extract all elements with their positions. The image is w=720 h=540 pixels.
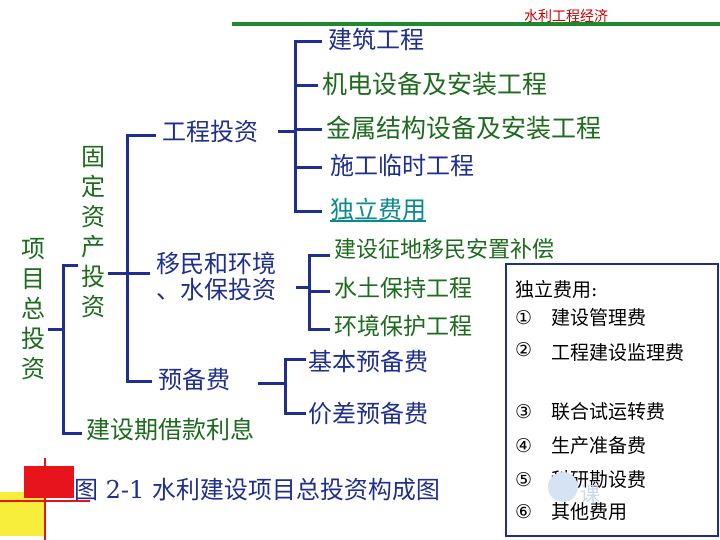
resettlement-item: 水土保持工程: [334, 276, 472, 302]
connector: [278, 130, 296, 133]
connector: [294, 210, 322, 213]
connector: [284, 358, 287, 414]
note-item: ① 建设管理费: [515, 307, 701, 329]
note-item-number: ⑤: [515, 469, 533, 491]
reserve-label: 预备费: [158, 366, 230, 394]
independent-cost-link[interactable]: 独立费用: [330, 196, 426, 224]
connector: [126, 380, 152, 383]
root-label: 项目总投资: [21, 235, 45, 383]
decor-red-line-h: [0, 500, 90, 502]
watermark-text: 课: [580, 482, 600, 506]
connector: [62, 432, 82, 435]
watermark-logo-icon: [548, 472, 578, 502]
connector: [294, 40, 322, 43]
connector: [308, 290, 330, 293]
note-item-number: ②: [515, 339, 533, 361]
connector: [62, 264, 78, 267]
note-item: ⑥ 其他费用: [515, 501, 701, 523]
reserve-item: 价差预备费: [308, 400, 428, 428]
loan-interest-label: 建设期借款利息: [86, 416, 254, 444]
note-item-number: ③: [515, 401, 533, 423]
engineering-item: 金属结构设备及安装工程: [326, 114, 602, 143]
header-divider: [232, 22, 720, 26]
header-title: 水利工程经济: [524, 9, 608, 25]
fixed-assets-label: 固定资产投资: [81, 143, 105, 321]
decor-red-line-v: [44, 458, 46, 540]
connector: [294, 128, 322, 131]
note-item-text: 建设管理费: [551, 307, 647, 329]
connector: [284, 358, 306, 361]
note-item-text: 生产准备费: [551, 435, 647, 457]
note-item-text: 其他费用: [551, 501, 628, 523]
note-item: ⑤ 科研勘设费: [515, 469, 701, 491]
connector: [294, 166, 322, 169]
connector: [296, 286, 310, 289]
note-title: 独立费用:: [515, 279, 598, 301]
note-item: ③ 联合试运转费: [515, 401, 701, 423]
connector: [126, 134, 156, 137]
connector: [308, 328, 330, 331]
connector: [258, 382, 286, 385]
connector: [62, 264, 65, 434]
figure-caption: 图 2-1 水利建设项目总投资构成图: [74, 476, 440, 504]
connector: [284, 412, 306, 415]
resettlement-label: 、水保投资: [156, 276, 276, 304]
engineering-investment-label: 工程投资: [162, 118, 258, 146]
engineering-item: 建筑工程: [328, 26, 424, 54]
note-item: ④ 生产准备费: [515, 435, 701, 457]
resettlement-label: 移民和环境: [156, 250, 276, 278]
connector: [294, 84, 318, 87]
note-item-number: ⑥: [515, 501, 533, 523]
connector: [108, 272, 126, 275]
note-item-number: ④: [515, 435, 533, 457]
note-item-text: 工程建设监理费: [551, 342, 685, 364]
connector: [126, 134, 129, 382]
resettlement-item: 环境保护工程: [334, 314, 472, 340]
reserve-item: 基本预备费: [308, 348, 428, 376]
connector: [308, 254, 330, 257]
independent-cost-note: 独立费用: ① 建设管理费 ② 工程建设监理费 ③ 联合试运转费 ④ 生产准备费…: [505, 263, 719, 537]
decor-red-square: [24, 466, 74, 498]
engineering-item: 机电设备及安装工程: [322, 70, 548, 99]
note-item-number: ①: [515, 307, 533, 329]
note-item-text: 联合试运转费: [551, 401, 666, 423]
connector: [294, 40, 297, 212]
engineering-item: 施工临时工程: [330, 152, 474, 180]
note-item: ② 工程建设监理费: [515, 339, 699, 367]
decor-yellow-square: [0, 492, 44, 536]
resettlement-item: 建设征地移民安置补偿: [334, 238, 555, 263]
connector: [48, 328, 64, 331]
connector: [126, 272, 150, 275]
